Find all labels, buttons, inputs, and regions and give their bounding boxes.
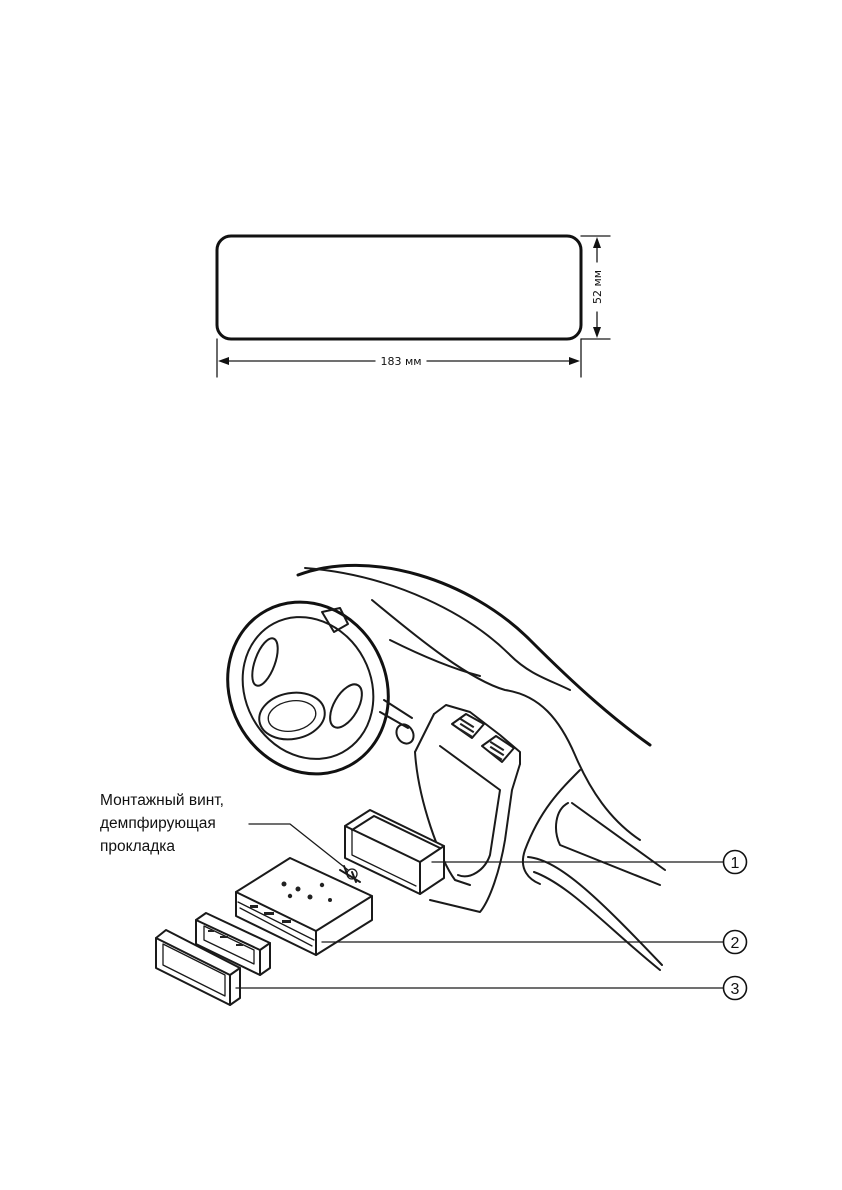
height-dimension-label: 52 мм (591, 270, 604, 304)
mounting-opening-drawing: 52 мм 183 мм (217, 236, 610, 377)
door-armrest (556, 803, 665, 885)
dashboard-top-line (305, 568, 570, 690)
height-dimension: 52 мм (581, 236, 610, 339)
part-1-marker: 1 (724, 851, 747, 874)
mounting-opening-outline (217, 236, 581, 339)
part-1-number: 1 (731, 855, 740, 872)
width-dimension-label: 183 мм (380, 355, 421, 368)
width-dimension: 183 мм (217, 339, 581, 377)
door-panel (523, 770, 580, 884)
callout-line-2: демпфирующая (100, 815, 216, 832)
dashboard-contour (372, 600, 640, 840)
callout-line-1: Монтажный винт, (100, 792, 224, 809)
callout-line-3: прокладка (100, 838, 175, 855)
mounting-parts: Монтажный винт, демпфирующая прокладка 1… (100, 792, 747, 1005)
part-3-marker: 3 (724, 977, 747, 1000)
part-2-number: 2 (731, 935, 740, 952)
steering-wheel (198, 574, 418, 803)
part-2-marker: 2 (724, 931, 747, 954)
part-3-number: 3 (731, 981, 740, 998)
